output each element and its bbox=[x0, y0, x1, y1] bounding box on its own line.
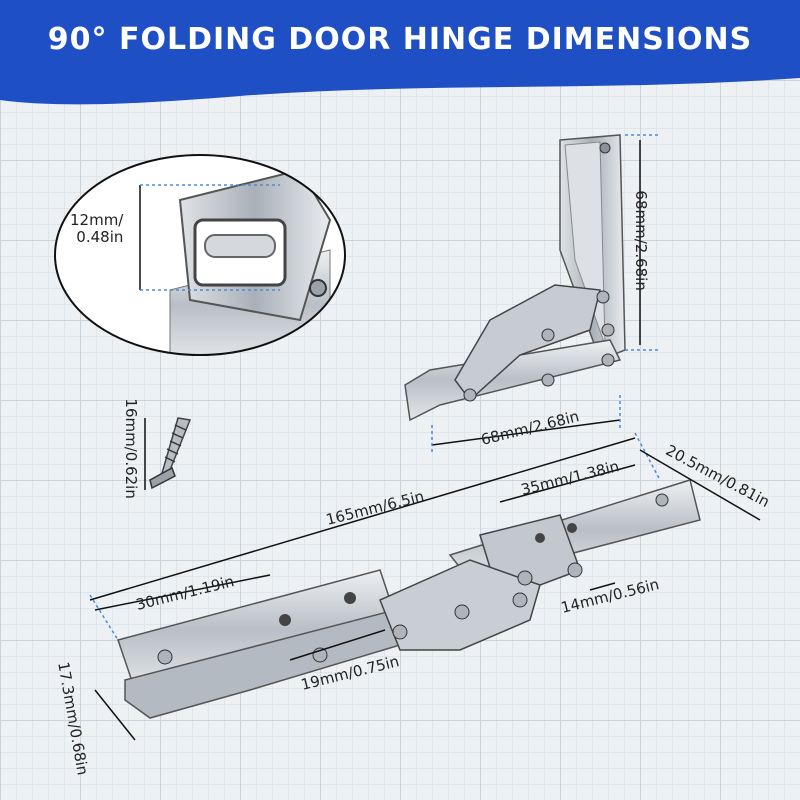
folded-hinge bbox=[404, 134, 626, 422]
dim-folded-height: 68mm/2.68in bbox=[631, 190, 650, 291]
flange-detail-zoom bbox=[54, 154, 346, 356]
screw bbox=[149, 417, 192, 490]
open-hinge bbox=[117, 479, 701, 719]
dim-flange-height: 12mm/ 0.48in bbox=[70, 211, 124, 247]
dimension-lines bbox=[89, 134, 761, 741]
title-banner bbox=[0, 0, 800, 105]
page-title: 90° FOLDING DOOR HINGE DIMENSIONS bbox=[47, 22, 753, 57]
dim-screw-length: 16mm/0.62in bbox=[121, 398, 140, 499]
